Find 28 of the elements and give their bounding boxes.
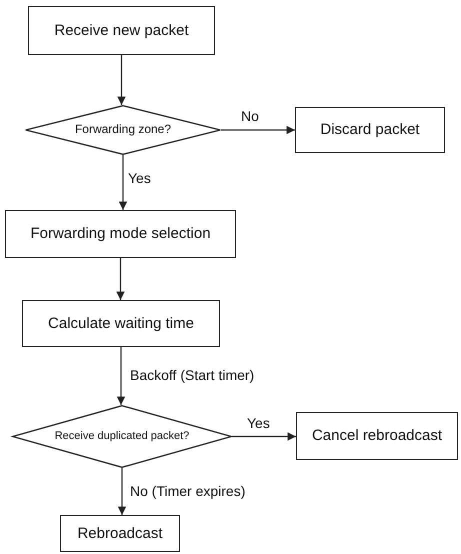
- arrow: [116, 347, 126, 405]
- node-text: Discard packet: [319, 121, 421, 139]
- process-box: [296, 412, 458, 460]
- node-text: Rebroadcast: [76, 524, 164, 542]
- edge-label: No: [241, 108, 259, 124]
- decision-diamond: [12, 405, 232, 468]
- process-box: [5, 210, 236, 258]
- edge-label: Yes: [128, 170, 151, 186]
- node-text: Receive duplicated packet?: [54, 430, 190, 443]
- edge-label: Yes: [247, 415, 270, 431]
- arrow: [232, 432, 296, 441]
- process-box: [60, 515, 180, 552]
- node-text: Forwarding mode selection: [29, 225, 212, 243]
- arrow: [118, 155, 128, 210]
- node-text: Calculate waiting time: [47, 314, 195, 332]
- process-box: [295, 107, 445, 153]
- node-text: Receive new packet: [53, 22, 190, 40]
- arrow: [116, 258, 125, 300]
- node-text: Forwarding zone?: [74, 123, 172, 137]
- arrow: [117, 55, 126, 105]
- decision-diamond: [25, 105, 221, 155]
- arrow: [118, 468, 126, 515]
- edge-label: No (Timer expires): [130, 483, 246, 499]
- node-text: Cancel rebroadcast: [310, 427, 444, 445]
- edge-label: Backoff (Start timer): [130, 367, 254, 383]
- process-box: [28, 6, 215, 55]
- process-box: [22, 300, 220, 347]
- arrow: [221, 126, 295, 134]
